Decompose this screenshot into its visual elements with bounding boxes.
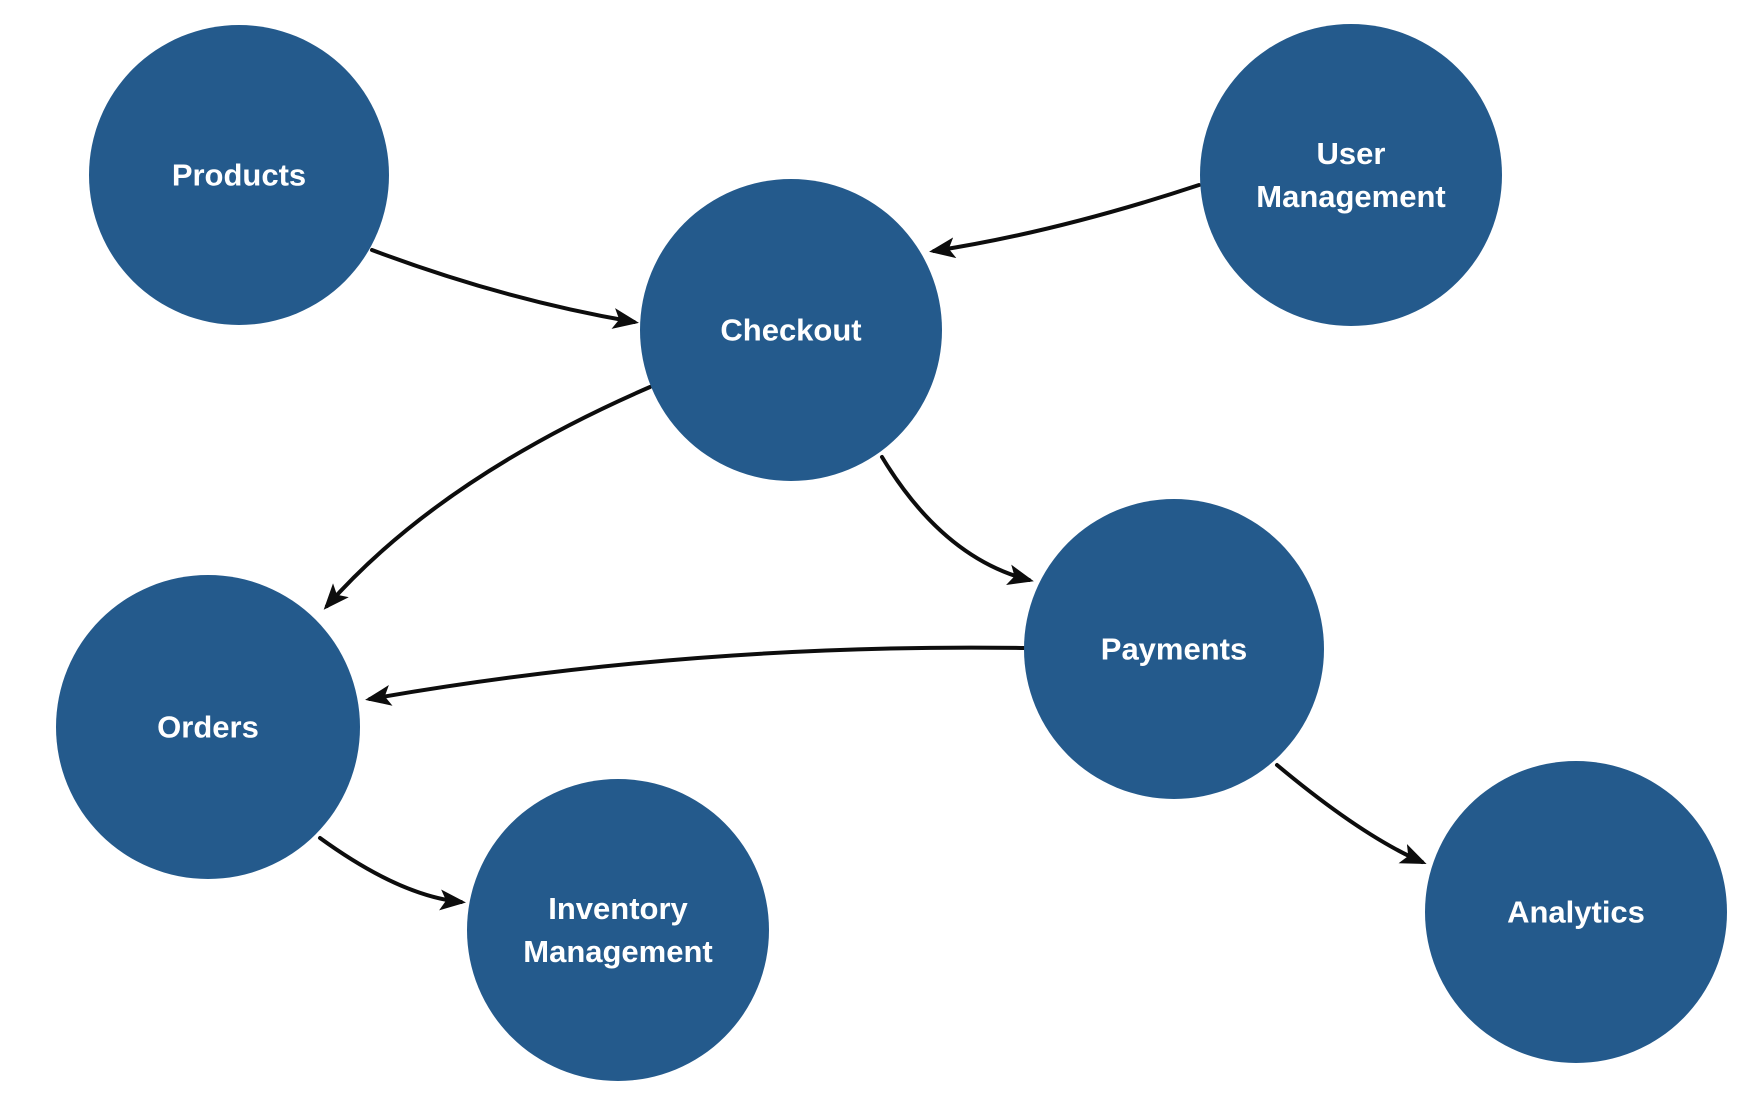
products-circle[interactable]	[89, 25, 389, 325]
edge-products-to-checkout	[370, 248, 639, 329]
node-label-products: Products	[172, 158, 306, 193]
node-label-line: Products	[172, 158, 306, 193]
analytics-circle[interactable]	[1425, 761, 1727, 1063]
node-label-line: Inventory	[548, 891, 688, 926]
node-label-line: Checkout	[720, 313, 861, 348]
node-label-line: Payments	[1101, 632, 1247, 667]
edge-user-management-to-checkout	[929, 183, 1201, 259]
node-label-line: User	[1317, 136, 1386, 171]
node-label-payments: Payments	[1101, 632, 1247, 667]
edge-payments-to-orders	[365, 645, 1028, 706]
edge-checkout-to-payments	[880, 455, 1034, 585]
checkout-circle[interactable]	[640, 179, 942, 481]
node-analytics[interactable]: Analytics	[1425, 761, 1727, 1063]
node-label-line: Management	[523, 934, 712, 969]
node-label-line: Management	[1256, 179, 1445, 214]
node-label-line: Analytics	[1507, 895, 1645, 930]
node-label-line: Orders	[157, 710, 259, 745]
payments-circle[interactable]	[1024, 499, 1324, 799]
user-management-circle[interactable]	[1200, 24, 1502, 326]
inventory-management-circle[interactable]	[467, 779, 769, 1081]
edge-orders-to-inventory-management	[318, 836, 466, 911]
node-label-analytics: Analytics	[1507, 895, 1645, 930]
node-label-checkout: Checkout	[720, 313, 861, 348]
edge-payments-to-analytics	[1275, 763, 1427, 864]
node-products[interactable]: Products	[89, 25, 389, 325]
node-checkout[interactable]: Checkout	[640, 179, 942, 481]
orders-circle[interactable]	[56, 575, 360, 879]
node-orders[interactable]: Orders	[56, 575, 360, 879]
node-payments[interactable]: Payments	[1024, 499, 1324, 799]
node-label-orders: Orders	[157, 710, 259, 745]
edges-layer	[318, 183, 1427, 911]
edge-checkout-to-orders	[323, 385, 652, 610]
